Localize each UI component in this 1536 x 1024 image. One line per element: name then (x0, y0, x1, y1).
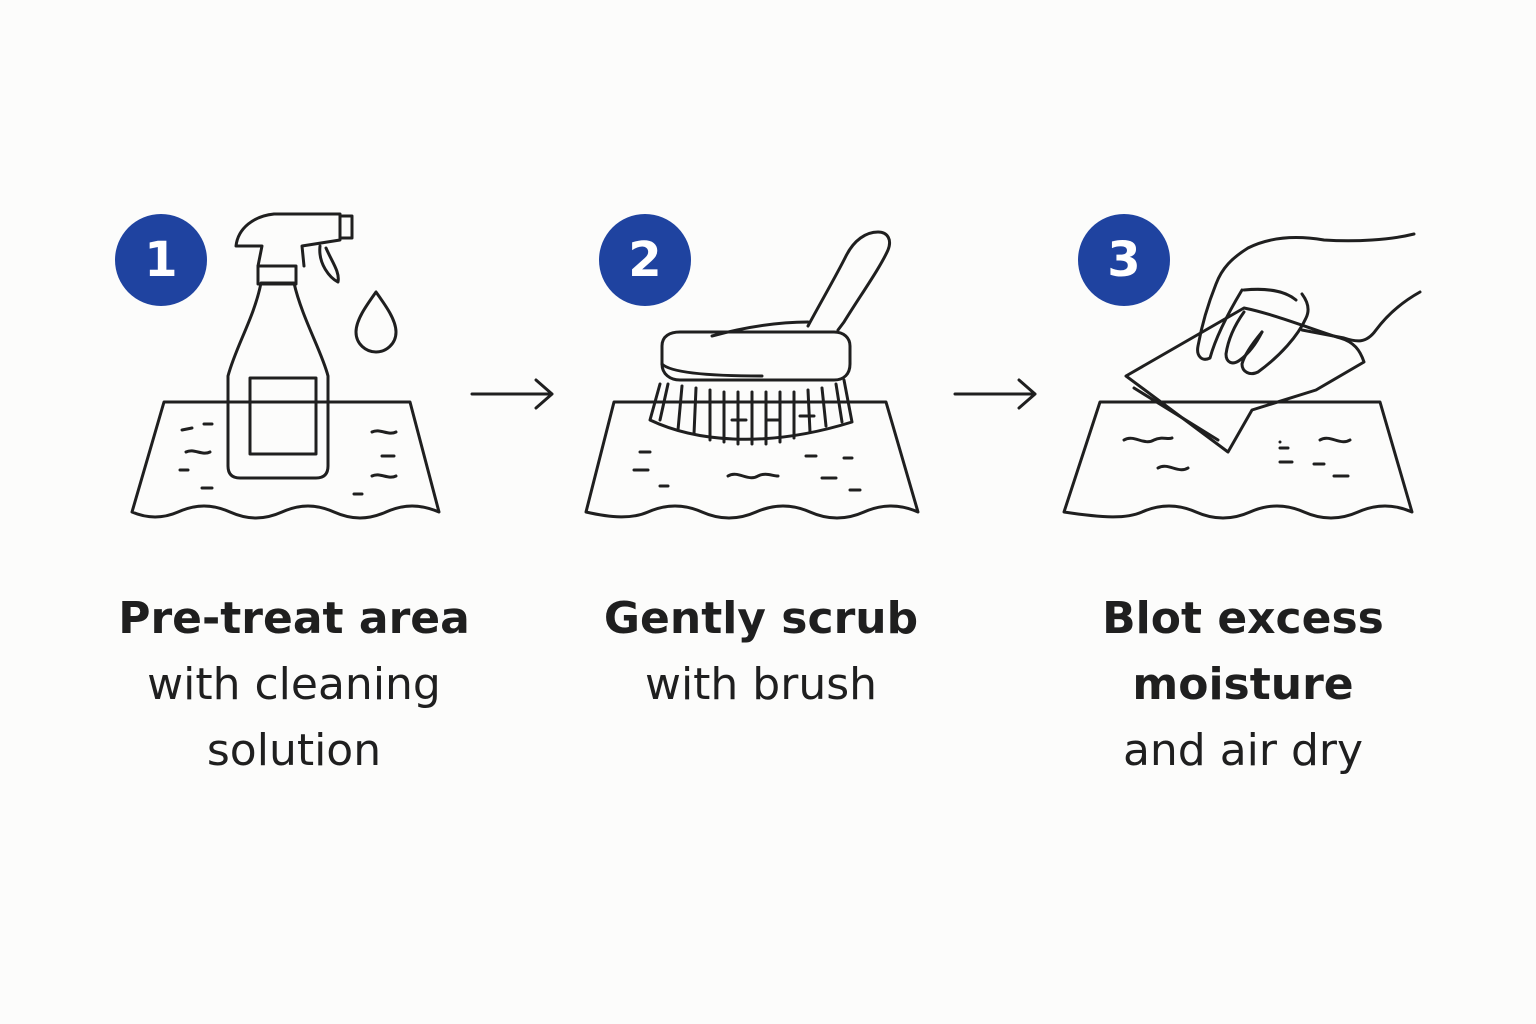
caption-line-bold: Gently scrub (603, 593, 919, 644)
step-caption: Gently scrub with brush (522, 586, 1000, 718)
scrub-brush-icon (584, 230, 920, 520)
arrow-right-icon (953, 378, 1037, 410)
caption-line: and air dry (1122, 725, 1364, 776)
hand-blotting-cloth-icon (1062, 232, 1422, 520)
caption-line-bold: Blot excess (1102, 593, 1384, 644)
caption-line: with brush (644, 659, 878, 710)
spray-bottle-icon (130, 212, 441, 520)
step-3: 3 Blot excess moisture and air dry (1004, 0, 1484, 1024)
step-1: 1 Pre-treat area with cleaning solution (54, 0, 534, 1024)
caption-line-bold: moisture (1132, 659, 1354, 710)
caption-line: with cleaning (147, 659, 441, 710)
step-caption: Blot excess moisture and air dry (1004, 586, 1482, 784)
arrow-right-icon (470, 378, 554, 410)
step-caption: Pre-treat area with cleaning solution (60, 586, 528, 784)
step-2: 2 Gently scrub with brush (522, 0, 1002, 1024)
step-number-badge: 3 (1078, 214, 1170, 306)
step-number-badge: 1 (115, 214, 207, 306)
caption-line: solution (206, 725, 382, 776)
step-number-badge: 2 (599, 214, 691, 306)
caption-line-bold: Pre-treat area (118, 593, 470, 644)
